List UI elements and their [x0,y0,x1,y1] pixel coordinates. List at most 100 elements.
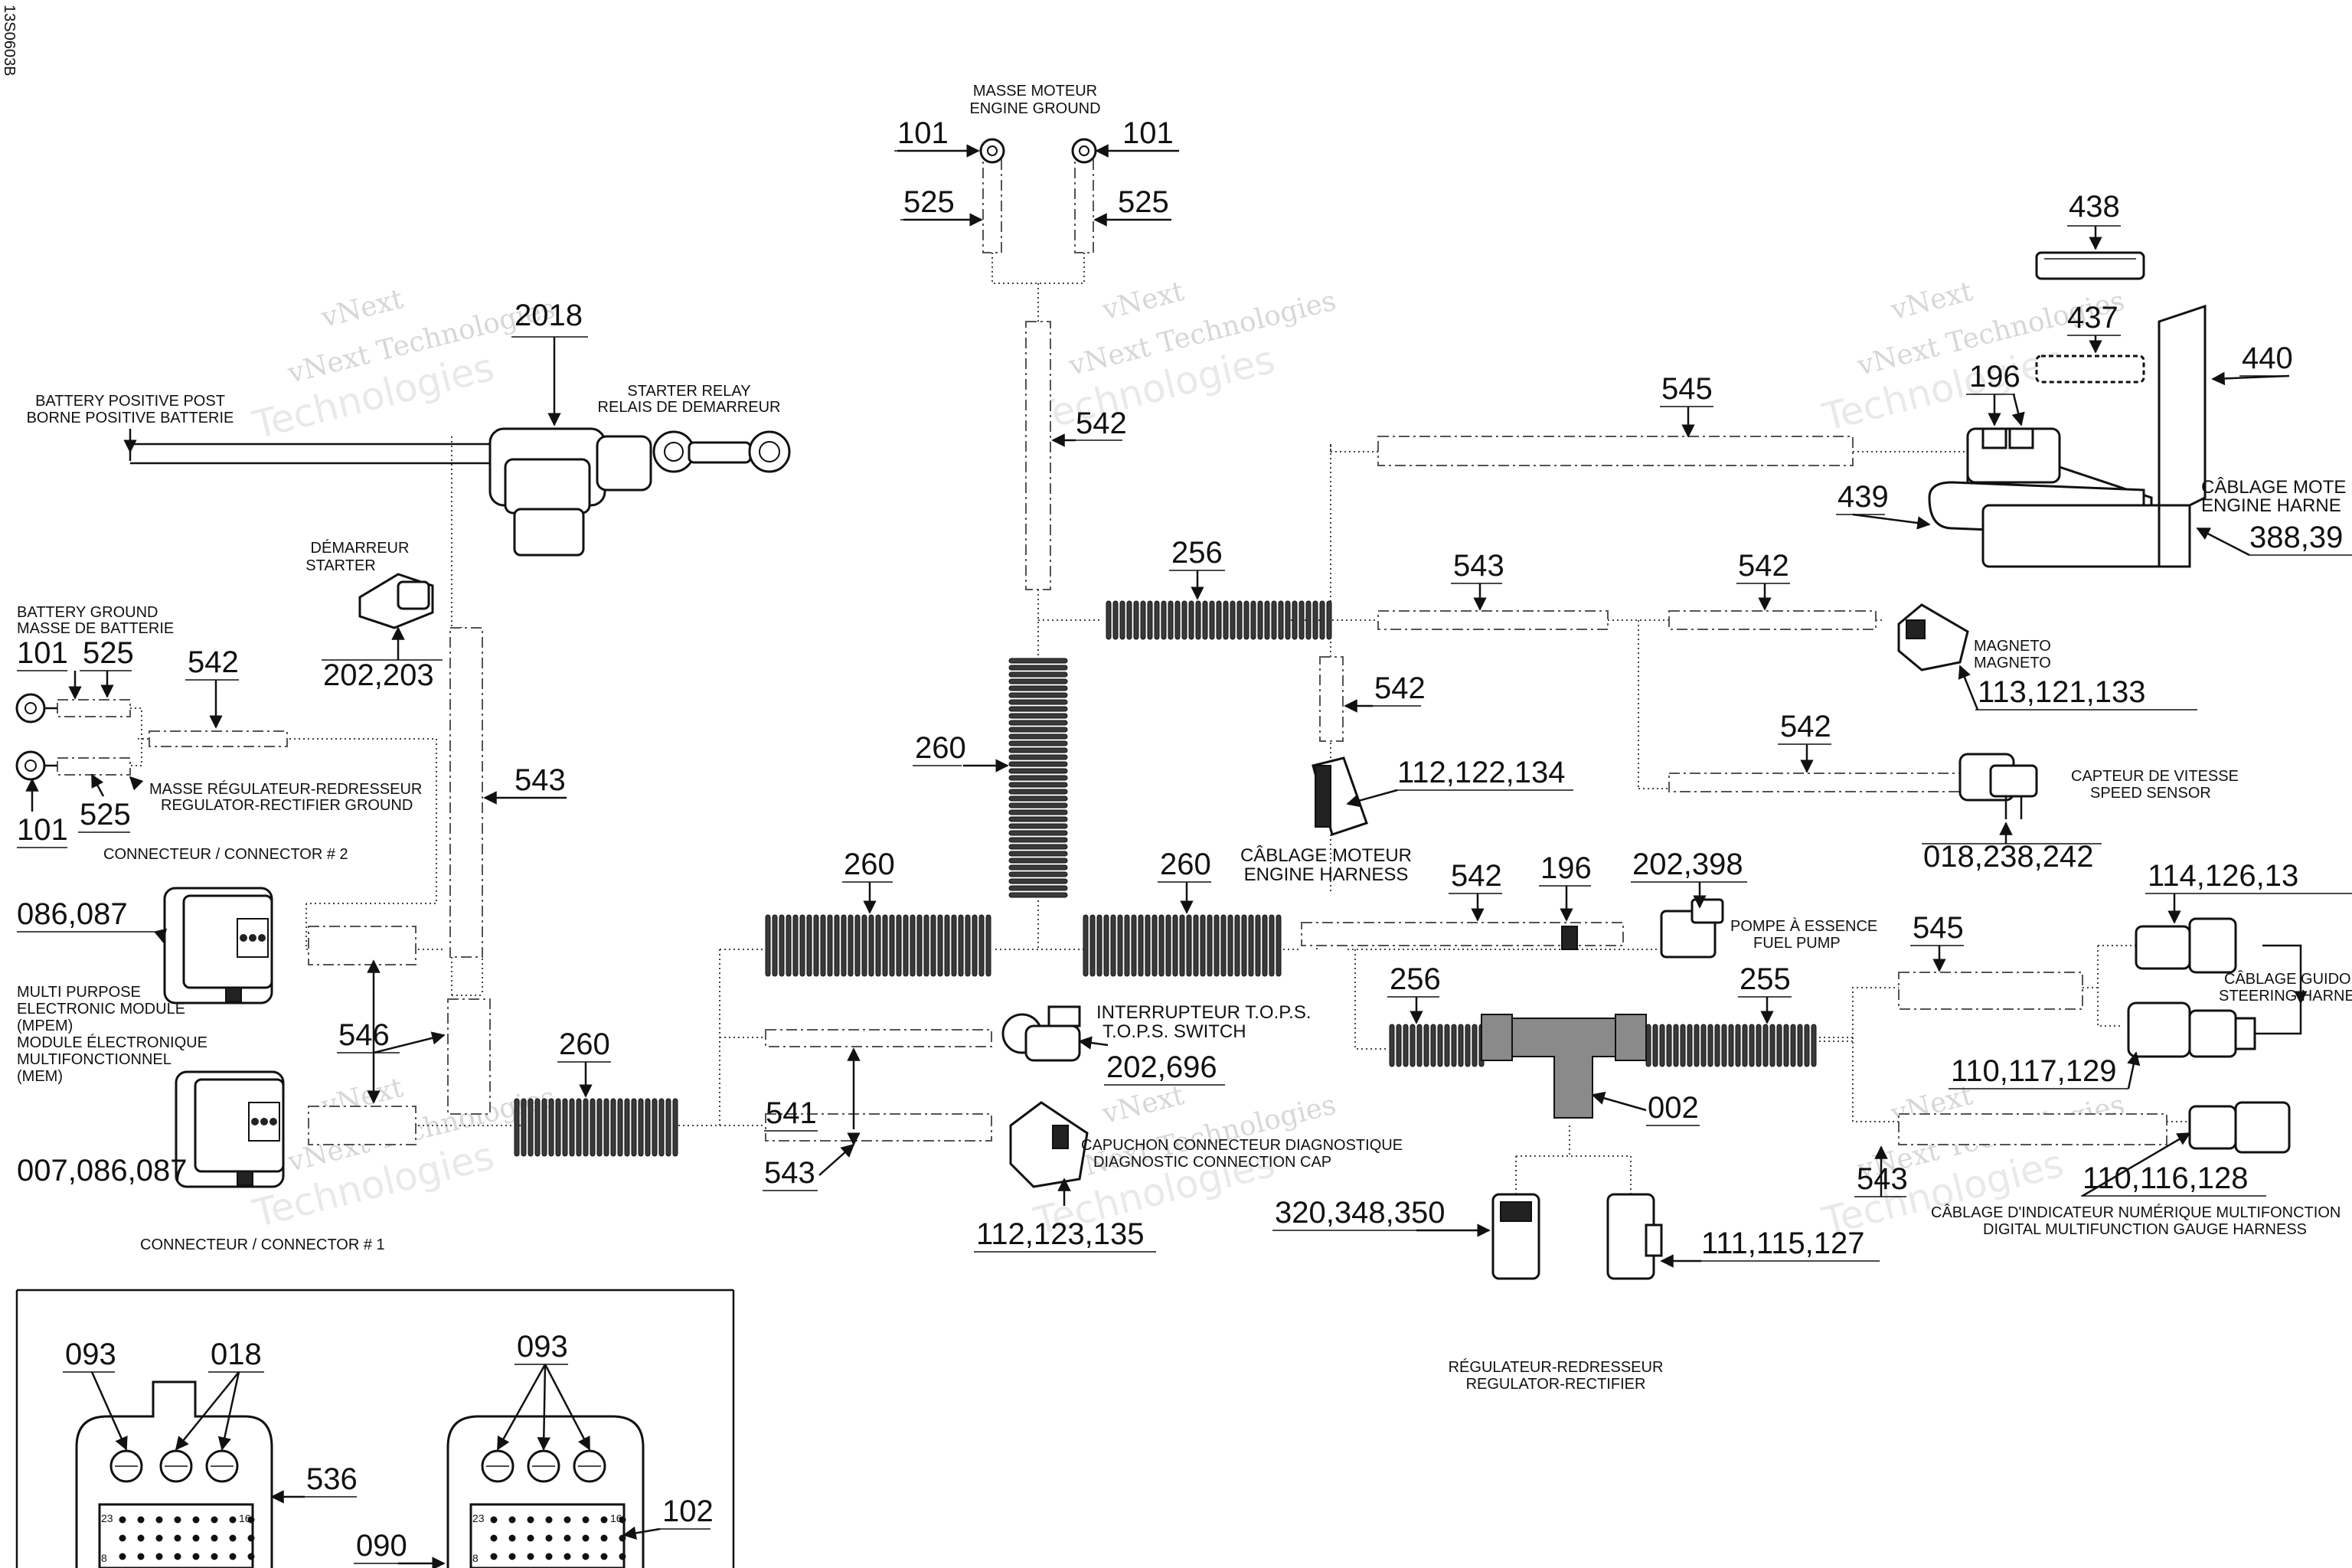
caption-mpem: MODULE ÉLECTRONIQUE [17,1034,207,1051]
corrugated-conduit [1645,1024,1817,1067]
caption-engine-harness-r-fr: CÂBLAGE MOTE [2201,477,2346,498]
watermark-text: vNext [1099,276,1187,326]
pin-number: 23 [101,1512,113,1524]
leader-arrow [1346,789,1398,808]
callout-260: 260 [559,1027,610,1061]
callout-110-117: 110,117,129 [1951,1054,2117,1088]
leader-arrow [622,1526,661,1540]
callouts: 101 101 525 525 2018 542 438 437 440 196… [17,116,2343,1564]
leader-arrow [496,1364,547,1451]
leader-arrow [129,776,144,791]
caption-magneto-fr: MAGNETO [1974,638,2051,655]
caption-battery-pos-fr: BORNE POSITIVE BATTERIE [27,410,234,426]
leader-arrow [2127,1051,2141,1089]
caption-mpem: ELECTRONIC MODULE [17,1001,185,1018]
watermark-text: vNext [1099,1080,1187,1130]
pin-number: 16 [239,1512,251,1524]
callout-093: 093 [517,1330,568,1364]
caption-reg-ground-en: REGULATOR-RECTIFIER GROUND [161,797,413,814]
caption-speed-sensor-en: SPEED SENSOR [2090,785,2211,802]
caption-starter-relay-en: STARTER RELAY [627,383,750,400]
leader-arrow [2011,394,2025,426]
watermark-text: vNext [318,283,407,334]
caption-engine-ground-en: ENGINE GROUND [969,100,1100,117]
callout-196: 196 [1540,851,1592,885]
caption-engine-harness-r-en: ENGINE HARNE [2201,495,2341,516]
leader-arrow [175,1371,240,1451]
caption-starter-en: STARTER [305,557,376,574]
caption-gauge-fr: CÂBLAGE D'INDICATEUR NUMÉRIQUE MULTIFONC… [1931,1204,2341,1221]
connector-pin-grid [490,1516,626,1560]
callout-320: 320,348,350 [1275,1196,1445,1230]
callout-112-123: 112,123,135 [976,1217,1144,1251]
conduits [514,600,1817,1157]
caption-regulator-fr: RÉGULATEUR-REDRESSEUR [1449,1358,1664,1376]
starter-connector [358,573,434,629]
callout-525: 525 [903,185,955,219]
leader-arrow [2255,1003,2302,1035]
callout-545: 545 [1913,911,1964,945]
callout-437: 437 [2067,301,2118,335]
pin-number: 8 [472,1552,479,1564]
leader-arrow [537,1364,551,1451]
callout-196: 196 [1969,360,2020,394]
corrugated-conduit [1083,914,1282,977]
caption-engine-ground-fr: MASSE MOTEUR [973,83,1097,100]
caption-mpem: (MPEM) [17,1018,73,1034]
caption-battery-ground-fr: MASSE DE BATTERIE [17,620,174,637]
callout-388: 388,39 [2249,521,2343,554]
callout-525: 525 [80,798,131,831]
engine-ground-eyelets [979,138,1097,164]
battery-ground-eyelets [15,693,57,781]
steering-connector-b [2127,1001,2256,1058]
callout-543: 543 [1857,1162,1908,1196]
callout-525: 525 [83,636,134,670]
callout-439: 439 [1838,480,1889,514]
caption-diag-fr: CAPUCHON CONNECTEUR DIAGNOSTIQUE [1081,1137,1403,1154]
leader-arrow [818,1143,855,1176]
watermark-text: vNext [1887,276,1976,326]
caption-steering-fr: CÂBLAGE GUIDO [2224,970,2351,988]
caption-diag-en: DIAGNOSTIC CONNECTION CAP [1093,1154,1331,1171]
callout-255: 255 [1740,962,1791,996]
caption-tops-en: T.O.P.S. SWITCH [1102,1021,1246,1042]
leader-arrow [1852,513,1931,530]
detail-panel [15,1289,735,1568]
caption-magneto-en: MAGNETO [1974,655,2051,671]
callout-543: 543 [764,1156,815,1190]
mpem-connector-2 [163,887,273,1004]
harness-housing-439 [1928,481,2191,568]
magneto-connector [1897,603,1969,671]
mpem-connector-1 [175,1070,285,1188]
callout-545: 545 [1661,372,1713,406]
leader-arrow [217,1371,240,1451]
regulator-connector-b [1606,1193,1663,1280]
callout-440: 440 [2242,341,2293,375]
y-junction-002 [1481,1014,1647,1119]
callout-110-116: 110,116,128 [2082,1161,2249,1195]
pin-number: 16 [610,1512,622,1524]
leader-arrow [2262,944,2308,1004]
corrugated-conduit [765,914,991,977]
callout-113: 113,121,133 [1978,675,2145,709]
callout-018-238: 018,238,242 [1923,840,2093,874]
callout-101: 101 [17,636,68,670]
leader-arrow [2196,527,2250,557]
harness-connector-438 [2035,251,2145,280]
leader-arrow [2082,1132,2191,1197]
callout-546: 546 [338,1018,390,1052]
caption-engine-harness-en: ENGINE HARNESS [1244,864,1409,885]
diagnostic-connection-cap [1009,1101,1089,1188]
caption-connector-1: CONNECTEUR / CONNECTOR # 1 [140,1236,385,1253]
leader-arrow [90,1371,128,1451]
corrugated-conduit [514,1098,678,1157]
callout-525: 525 [1118,185,1169,219]
captions: MASSE MOTEUR ENGINE GROUND STARTER RELAY… [17,83,2352,1393]
callout-542: 542 [1374,671,1426,705]
caption-steering-en: STEERING HARNE [2219,988,2352,1004]
pin-number: 8 [101,1552,107,1564]
sleeves [57,156,2167,1145]
caption-battery-ground-en: BATTERY GROUND [17,604,158,621]
callout-090: 090 [356,1529,407,1563]
caption-mpem: MULTIFONCTIONNEL [17,1051,172,1068]
